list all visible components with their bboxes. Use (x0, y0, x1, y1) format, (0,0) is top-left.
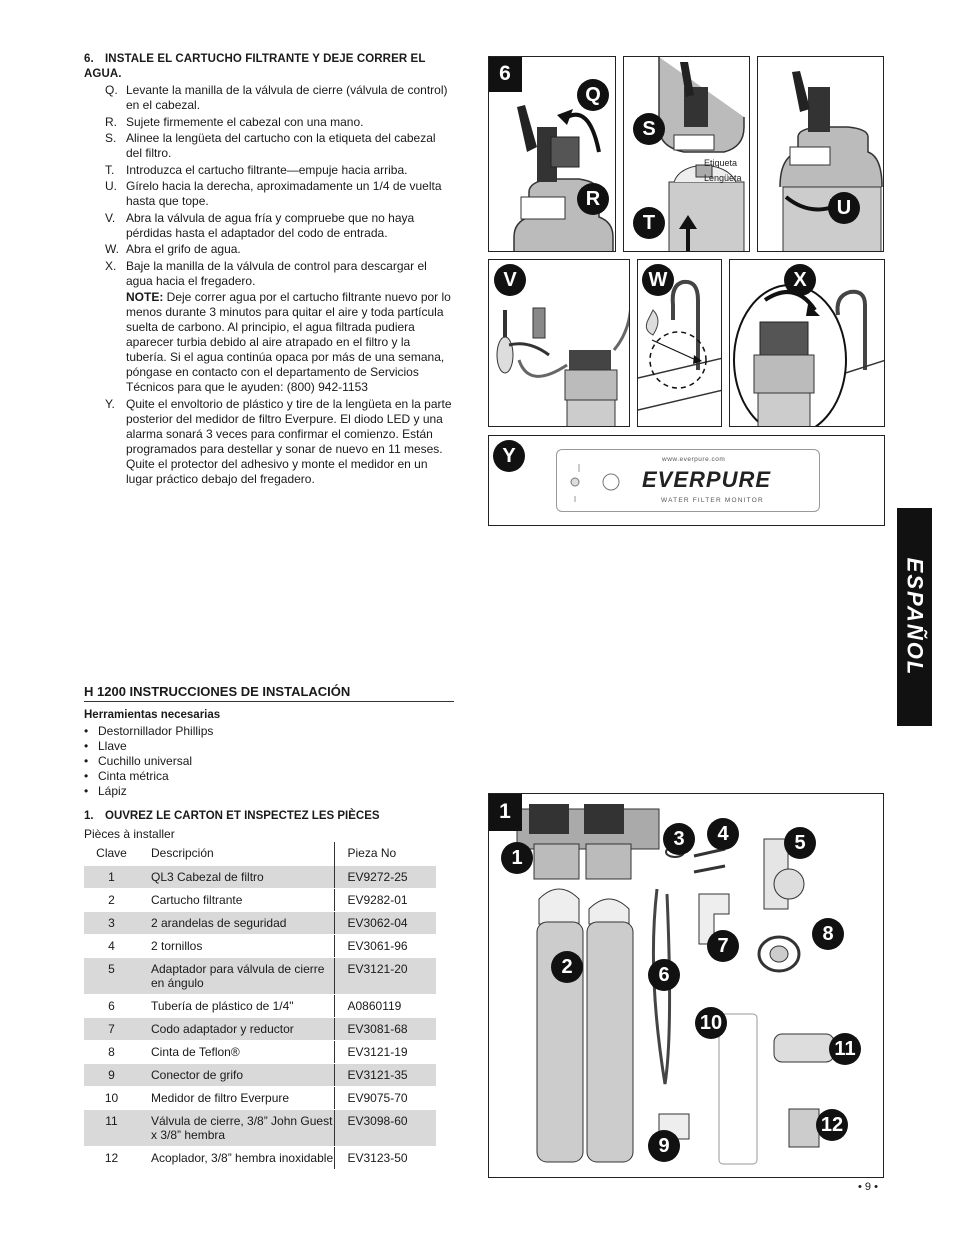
list-item: T.Introduzca el cartucho filtrante—empuj… (105, 162, 408, 177)
callout-12: 12 (816, 1109, 848, 1141)
cold-valve-illustration (496, 307, 629, 426)
step1-sub: Pièces à installer (84, 827, 175, 841)
list-item: V.Abra la válvula de agua fría y comprue… (105, 210, 415, 240)
tools-title: Herramientas necesarias (84, 709, 221, 721)
callout-10: 10 (695, 1007, 727, 1039)
callout-8: 8 (812, 918, 844, 950)
step6-note: NOTE: Deje correr agua por el cartucho f… (126, 290, 451, 394)
callout-6: 6 (648, 959, 680, 991)
callout-3: 3 (663, 823, 695, 855)
section-title: H 1200 INSTRUCCIONES DE INSTALACIÓN (84, 684, 454, 702)
list-item: •Llave (84, 739, 127, 753)
filter-monitor: www.everpure.com EVERPURE WATER FILTER M… (556, 449, 820, 512)
list-item: S.Alinee la lengüeta del cartucho con la… (105, 131, 436, 160)
label-lengueta: Lengüeta (704, 173, 742, 183)
panel-q-r: 6 Q R (488, 56, 616, 252)
page-number: • 9 • (858, 1181, 878, 1193)
list-item: U.Gírelo hacia la derecha, aproximadamen… (105, 179, 442, 208)
callout-7: 7 (707, 930, 739, 962)
panel-s-t: Etiqueta Lengüeta S T (623, 56, 750, 252)
figure1-panel: 1 1 2 3 4 5 6 7 (488, 793, 884, 1178)
panel-w: W (637, 259, 722, 427)
monitor-url: www.everpure.com (662, 456, 726, 463)
list-item: W.Abra el grifo de agua. (105, 242, 241, 256)
letter-v: V (494, 264, 526, 296)
panel-v: V (488, 259, 630, 427)
step6-list: Q.Levante la manilla de la válvula de ci… (105, 83, 454, 289)
callout-9: 9 (648, 1130, 680, 1162)
callout-11: 11 (829, 1033, 861, 1065)
panel-x: X (729, 259, 885, 427)
panel-u: U (757, 56, 884, 252)
list-item: •Cuchillo universal (84, 754, 193, 768)
letter-x: X (784, 264, 816, 296)
callout-2: 2 (551, 951, 583, 983)
callout-5: 5 (784, 827, 816, 859)
monitor-brand: EVERPURE (642, 467, 772, 492)
letter-s: S (633, 113, 665, 145)
callout-1: 1 (501, 842, 533, 874)
monitor-sub: WATER FILTER MONITOR (661, 497, 764, 504)
language-tab: ESPAÑOL (897, 508, 932, 726)
letter-q: Q (577, 79, 609, 111)
list-item: •Lápiz (84, 784, 127, 798)
list-item: •Destornillador Phillips (84, 724, 214, 738)
tools-list: •Destornillador Phillips •Llave •Cuchill… (84, 724, 454, 799)
list-item: •Cinta métrica (84, 769, 169, 783)
list-item: X.Baje la manilla de la válvula de contr… (105, 258, 427, 288)
table-header: Clave Descripción Pieza No (84, 842, 436, 866)
h1200-section: H 1200 INSTRUCCIONES DE INSTALACIÓN Herr… (84, 684, 454, 842)
cartridge-insert-illustration (658, 57, 745, 251)
letter-r: R (577, 183, 609, 215)
list-item: Q.Levante la manilla de la válvula de ci… (105, 83, 448, 112)
label-etiqueta: Etiqueta (704, 158, 738, 168)
step1-heading: 1.OUVREZ LE CARTON ET INSPECTEZ LES PIÈC… (84, 810, 380, 822)
letter-y: Y (493, 440, 525, 472)
letter-w: W (642, 264, 674, 296)
flush-illustration (733, 284, 884, 426)
figure1-badge: 1 (489, 794, 522, 831)
letter-u: U (828, 192, 860, 224)
faucet-illustration (638, 279, 721, 411)
cartridge-turn-illustration (779, 71, 883, 251)
monitor-controls (570, 464, 620, 502)
step6-heading: 6.INSTALE EL CARTUCHO FILTRANTE Y DEJE C… (84, 53, 426, 80)
letter-t: T (633, 207, 665, 239)
figure6-badge: 6 (489, 57, 522, 92)
list-item: Y.Quite el envoltorio de plástico y tire… (105, 397, 452, 486)
callout-4: 4 (707, 818, 739, 850)
list-item: R.Sujete firmemente el cabezal con una m… (105, 114, 364, 129)
step6-text: 6.INSTALE EL CARTUCHO FILTRANTE Y DEJE C… (84, 52, 454, 489)
